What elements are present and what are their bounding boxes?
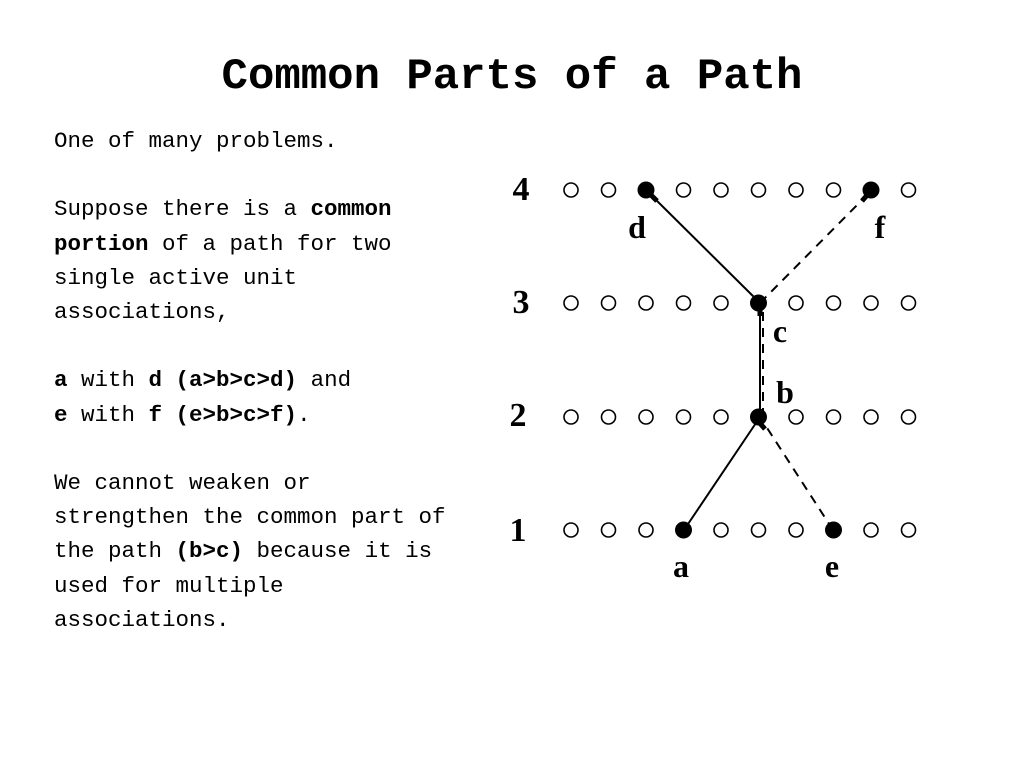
inactive-node: [638, 522, 654, 538]
active-node: [750, 408, 767, 426]
paragraph-intro: One of many problems.: [54, 124, 454, 158]
inactive-node: [713, 295, 729, 311]
inactive-node: [900, 295, 917, 311]
inactive-node: [863, 295, 879, 311]
period-text: .: [297, 401, 311, 428]
node-label-f: f: [875, 209, 886, 245]
row-label-2: 2: [510, 397, 527, 434]
and-text: and: [297, 367, 352, 394]
slide-body: One of many problems. Suppose there is a…: [54, 124, 454, 637]
node-label-c: c: [773, 313, 787, 349]
inactive-node: [713, 182, 729, 198]
inactive-node: [600, 409, 617, 425]
node-label-a: a: [673, 548, 689, 584]
inactive-node: [863, 522, 879, 538]
inactive-node: [638, 409, 654, 425]
conclusion-text-1: We cannot weaken or strengthen the commo…: [54, 469, 446, 565]
inactive-node: [825, 409, 842, 425]
row-label-1: 1: [510, 512, 527, 549]
paragraph-supposition: Suppose there is a common portion of a p…: [54, 192, 454, 329]
inactive-node: [600, 182, 617, 198]
inactive-node: [788, 182, 804, 198]
inactive-node: [788, 409, 804, 425]
inactive-node: [675, 295, 692, 311]
inactive-node: [863, 409, 879, 425]
path-f-emphasis: f (e>b>c>f): [148, 401, 298, 428]
supposition-text-2: of a path for two single active unit ass…: [54, 230, 392, 325]
common-portion-emphasis: common portion: [54, 196, 392, 257]
node-label-e: e: [825, 548, 839, 584]
inactive-node: [788, 295, 804, 311]
path-d-emphasis: d (a>b>c>d): [148, 367, 298, 394]
dashed-path: [759, 189, 873, 531]
unit-a-label: a: [54, 367, 68, 394]
inactive-node: [563, 522, 579, 538]
active-node: [637, 181, 655, 199]
inactive-node: [713, 409, 729, 425]
intro-text: One of many problems.: [54, 128, 338, 154]
inactive-node: [600, 295, 617, 311]
node-label-d: d: [628, 209, 646, 245]
row-label-3: 3: [513, 284, 530, 321]
active-node: [862, 181, 880, 199]
conclusion-text-2: because it is used for multiple associat…: [54, 538, 433, 633]
inactive-node: [675, 182, 692, 198]
solid-path: [645, 189, 761, 531]
inactive-node: [600, 522, 617, 538]
active-node: [750, 294, 767, 312]
inactive-node: [900, 522, 917, 538]
inactive-node: [750, 182, 767, 198]
with-text-1: with: [67, 367, 149, 394]
active-node: [675, 521, 692, 539]
row-label-4: 4: [513, 171, 530, 208]
edge-c-d: [645, 189, 761, 304]
edge-a-b: [683, 416, 761, 531]
inactive-node: [563, 182, 579, 198]
inactive-node: [675, 409, 692, 425]
inactive-node: [563, 295, 579, 311]
unit-e-label: e: [54, 401, 68, 428]
inactive-node: [825, 295, 842, 311]
active-node: [825, 521, 842, 539]
inactive-node: [713, 522, 729, 538]
edge-c-f: [759, 189, 873, 304]
inactive-node: [900, 182, 917, 198]
paragraph-associations: a with d (a>b>c>d) and e with f (e>b>c>f…: [54, 363, 454, 431]
inactive-node: [900, 409, 917, 425]
slide-title: Common Parts of a Path: [221, 52, 803, 102]
node-grid: [563, 181, 917, 539]
inactive-node: [825, 182, 842, 198]
with-text-2: with: [67, 401, 149, 428]
inactive-node: [750, 522, 767, 538]
inactive-node: [788, 522, 804, 538]
node-label-b: b: [776, 374, 794, 410]
inactive-node: [638, 295, 654, 311]
supposition-text-1: Suppose there is a: [54, 196, 311, 223]
inactive-node: [563, 409, 579, 425]
paragraph-conclusion: We cannot weaken or strengthen the commo…: [54, 466, 454, 637]
edge-e-b: [759, 416, 834, 531]
common-path-emphasis: (b>c): [175, 538, 244, 565]
